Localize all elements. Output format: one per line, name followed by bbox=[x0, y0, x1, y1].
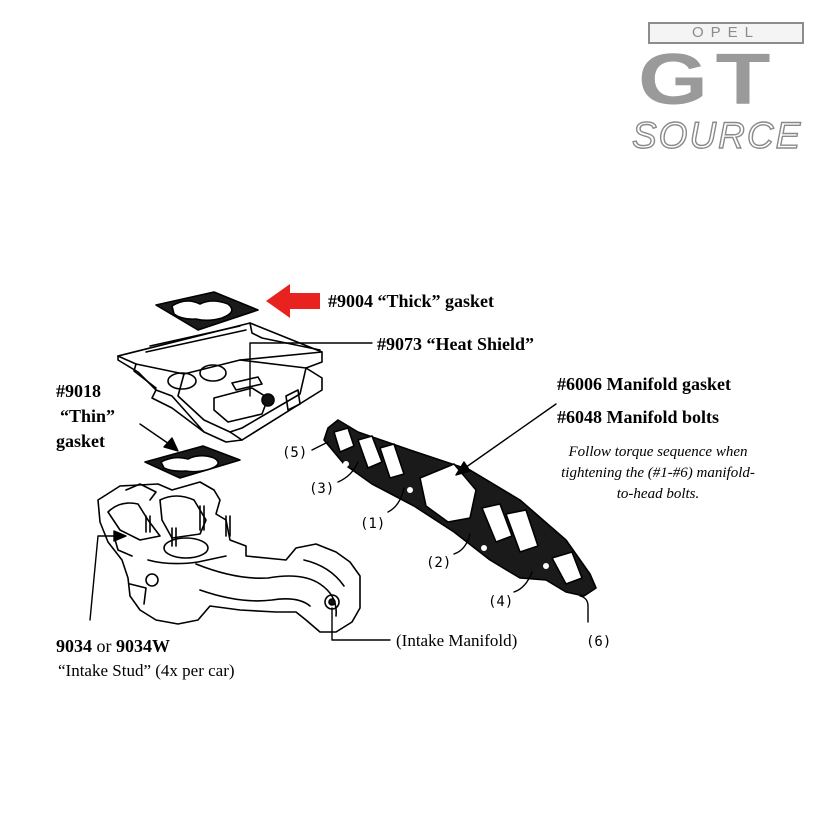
thick-gasket-label: #9004 “Thick” gasket bbox=[328, 291, 495, 311]
intake-stud-parts: 9034 or 9034W bbox=[56, 636, 170, 657]
intake-stud-or: or bbox=[96, 636, 112, 656]
logo-opel: OPEL bbox=[648, 22, 804, 44]
thin-gasket-name-label: “Thin” bbox=[60, 406, 116, 426]
thin-gasket-part-label: #9018 bbox=[56, 381, 101, 401]
sequence-5: (5) bbox=[282, 445, 308, 461]
logo-source: SOURCE bbox=[631, 115, 803, 156]
highlight-arrow bbox=[266, 284, 320, 318]
heat-shield-label: #9073 “Heat Shield” bbox=[377, 334, 535, 354]
intake-manifold-drawing bbox=[97, 481, 361, 633]
intake-stud-part-a: 9034 bbox=[56, 636, 92, 656]
logo-gt: GT bbox=[638, 40, 778, 120]
manifold-gasket-drawing bbox=[323, 419, 597, 597]
sequence-1: (1) bbox=[360, 516, 386, 532]
thin-gasket-drawing bbox=[144, 445, 241, 479]
intake-manifold-label: (Intake Manifold) bbox=[396, 631, 518, 650]
torque-note: Follow torque sequence when tightening t… bbox=[561, 444, 755, 502]
heat-shield-drawing bbox=[117, 322, 323, 443]
intake-stud-desc: “Intake Stud” (4x per car) bbox=[58, 661, 235, 680]
sequence-3: (3) bbox=[309, 481, 335, 497]
callout-lines bbox=[89, 342, 589, 641]
thick-gasket-drawing bbox=[155, 291, 259, 331]
intake-stud-part-b: 9034W bbox=[116, 636, 170, 656]
sequence-6: (6) bbox=[586, 634, 612, 650]
sequence-4: (4) bbox=[488, 594, 514, 610]
sequence-2: (2) bbox=[426, 555, 452, 571]
thin-gasket-word-label: gasket bbox=[56, 431, 105, 451]
manifold-bolts-label: #6048 Manifold bolts bbox=[557, 407, 720, 427]
manifold-gasket-label: #6006 Manifold gasket bbox=[557, 374, 732, 394]
